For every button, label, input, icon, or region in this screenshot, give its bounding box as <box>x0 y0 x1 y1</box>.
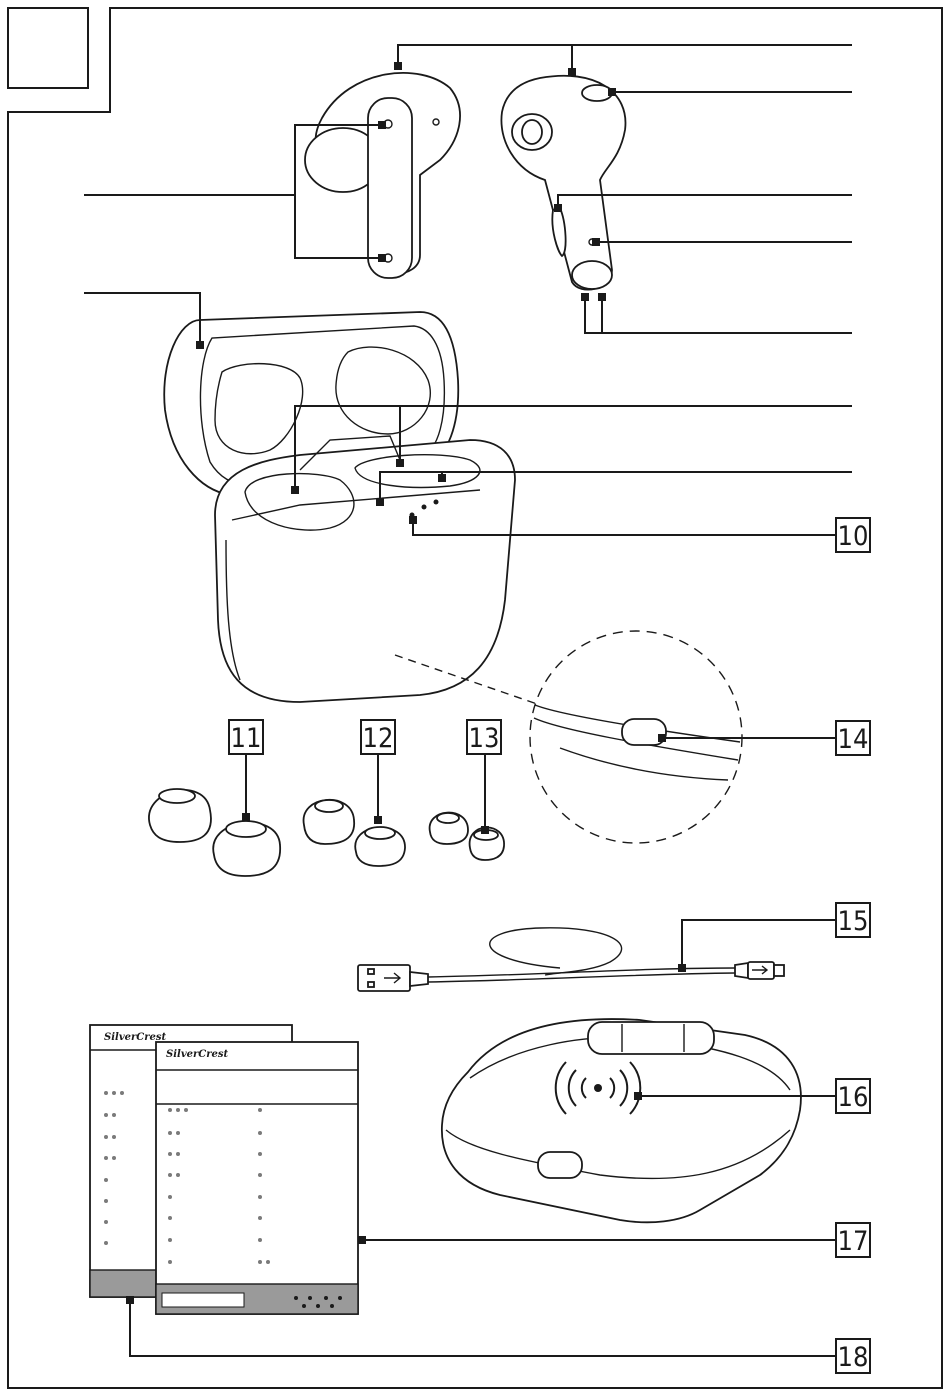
user-manual: SilverCrest SilverCrest <box>90 1025 358 1314</box>
ear-tips-large <box>149 789 280 876</box>
charging-case-open <box>164 312 515 702</box>
charging-case-closed <box>442 1019 801 1222</box>
figure-marker-box <box>8 8 88 88</box>
ear-tips-small <box>430 813 504 860</box>
callout-10-text: 10 <box>838 521 869 552</box>
callout-13: 13 <box>467 720 501 754</box>
callout-11-text: 11 <box>231 723 262 754</box>
callout-18-text: 18 <box>838 1342 869 1373</box>
usb-cable <box>358 928 784 991</box>
callout-11: 11 <box>229 720 263 754</box>
callout-12: 12 <box>361 720 395 754</box>
manual-brand-back: SilverCrest <box>104 1032 166 1043</box>
callout-17-text: 17 <box>838 1226 869 1257</box>
callout-10: 10 <box>836 518 870 552</box>
callout-18: 18 <box>836 1339 870 1373</box>
earbud-front <box>305 73 460 278</box>
callout-15-text: 15 <box>838 906 869 937</box>
earbud-side <box>501 76 625 290</box>
callout-16: 16 <box>836 1079 870 1113</box>
callout-13-text: 13 <box>469 723 500 754</box>
manual-brand-front: SilverCrest <box>166 1049 228 1060</box>
callout-12-text: 12 <box>363 723 394 754</box>
callout-17: 17 <box>836 1223 870 1257</box>
callout-16-text: 16 <box>838 1082 869 1113</box>
ear-tips-medium <box>304 800 405 866</box>
ear-tips <box>149 789 504 876</box>
callout-14-text: 14 <box>838 724 869 755</box>
callout-15: 15 <box>836 903 870 937</box>
callout-14: 14 <box>836 721 870 755</box>
